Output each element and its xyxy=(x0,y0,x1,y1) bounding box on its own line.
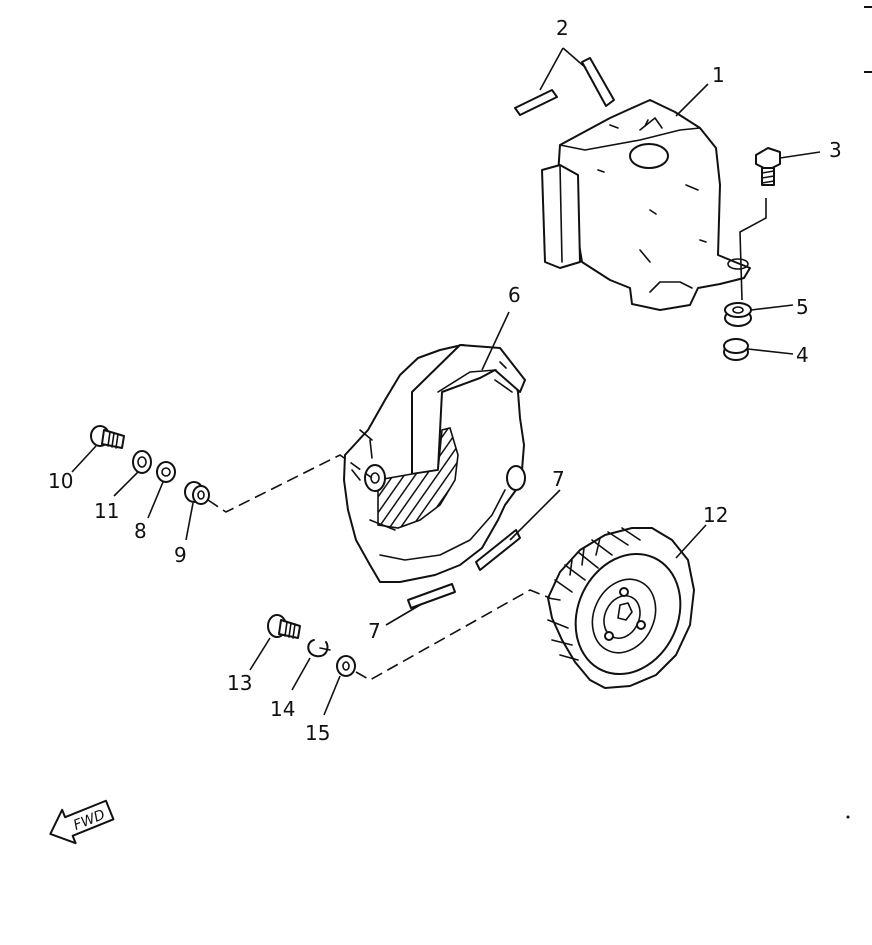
part-15-washer xyxy=(336,655,356,677)
part-10-bolt xyxy=(90,425,125,449)
part-5-grommet xyxy=(724,302,752,327)
part-13-nut xyxy=(267,614,301,639)
callout-4: 4 xyxy=(796,343,809,367)
part-9-collar xyxy=(184,481,210,505)
part-6-shroud xyxy=(343,344,526,583)
part-3-bolt xyxy=(755,147,781,186)
part-7-key-b xyxy=(407,583,456,609)
bolt-center-line xyxy=(739,198,767,301)
callout-13: 13 xyxy=(227,671,252,695)
part-12-flywheel xyxy=(547,527,695,689)
speck xyxy=(846,815,850,819)
callout-6: 6 xyxy=(508,283,521,307)
callout-9: 9 xyxy=(174,543,187,567)
part-7-key-a xyxy=(475,529,521,571)
fwd-arrow-icon: FWD xyxy=(49,799,115,845)
callout-11: 11 xyxy=(94,499,119,523)
assembly-line-lower xyxy=(355,589,551,681)
callout-3: 3 xyxy=(829,138,842,162)
callout-10: 10 xyxy=(48,469,73,493)
part-4-collar xyxy=(723,338,749,361)
part-2-pins xyxy=(514,57,615,116)
callout-12: 12 xyxy=(703,503,728,527)
callout-5: 5 xyxy=(796,295,809,319)
callout-15: 15 xyxy=(305,721,330,745)
leader-lines xyxy=(71,47,821,716)
callout-2: 2 xyxy=(556,16,569,40)
callout-7: 7 xyxy=(552,467,565,491)
callout-7: 7 xyxy=(368,619,381,643)
part-14-circlip xyxy=(307,639,331,658)
part-1-housing xyxy=(541,99,751,311)
assembly-line-left xyxy=(207,454,373,513)
callout-8: 8 xyxy=(134,519,147,543)
part-11-washer xyxy=(132,450,152,474)
callout-1: 1 xyxy=(712,63,725,87)
callout-14: 14 xyxy=(270,697,295,721)
part-8-spacer xyxy=(156,461,176,483)
